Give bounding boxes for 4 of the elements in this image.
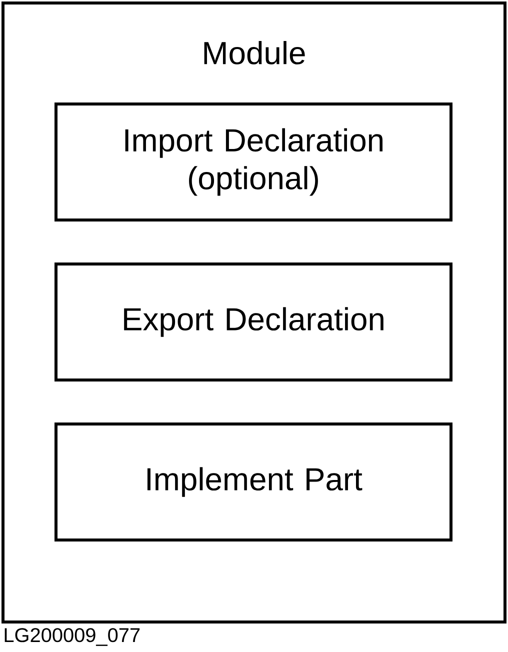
section-box: Export Declaration [54,262,452,382]
section-box: Implement Part [54,422,452,542]
figure-code: LG200009_077 [4,628,140,646]
section-box: Import Declaration (optional) [54,102,452,222]
